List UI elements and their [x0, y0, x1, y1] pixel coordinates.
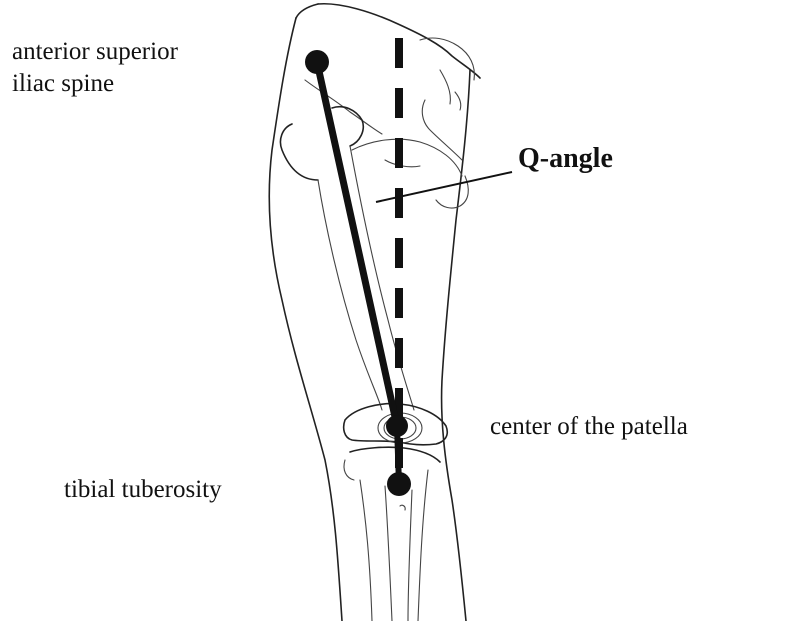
q-angle-label: Q-angle	[518, 143, 613, 175]
pelvis-bone	[305, 4, 480, 208]
q-angle-leader-line	[376, 172, 512, 202]
asis-label-line2: iliac spine	[12, 68, 178, 100]
patella-label: center of the patella	[490, 413, 688, 441]
tibia-fibula	[344, 447, 440, 621]
patella-point	[386, 415, 408, 437]
tibial-tuberosity-label: tibial tuberosity	[64, 476, 222, 504]
asis-label: anterior superior iliac spine	[12, 36, 178, 100]
asis-label-line1: anterior superior	[12, 36, 178, 68]
asis-point	[305, 50, 329, 74]
tibial-tuberosity-point	[387, 472, 411, 496]
